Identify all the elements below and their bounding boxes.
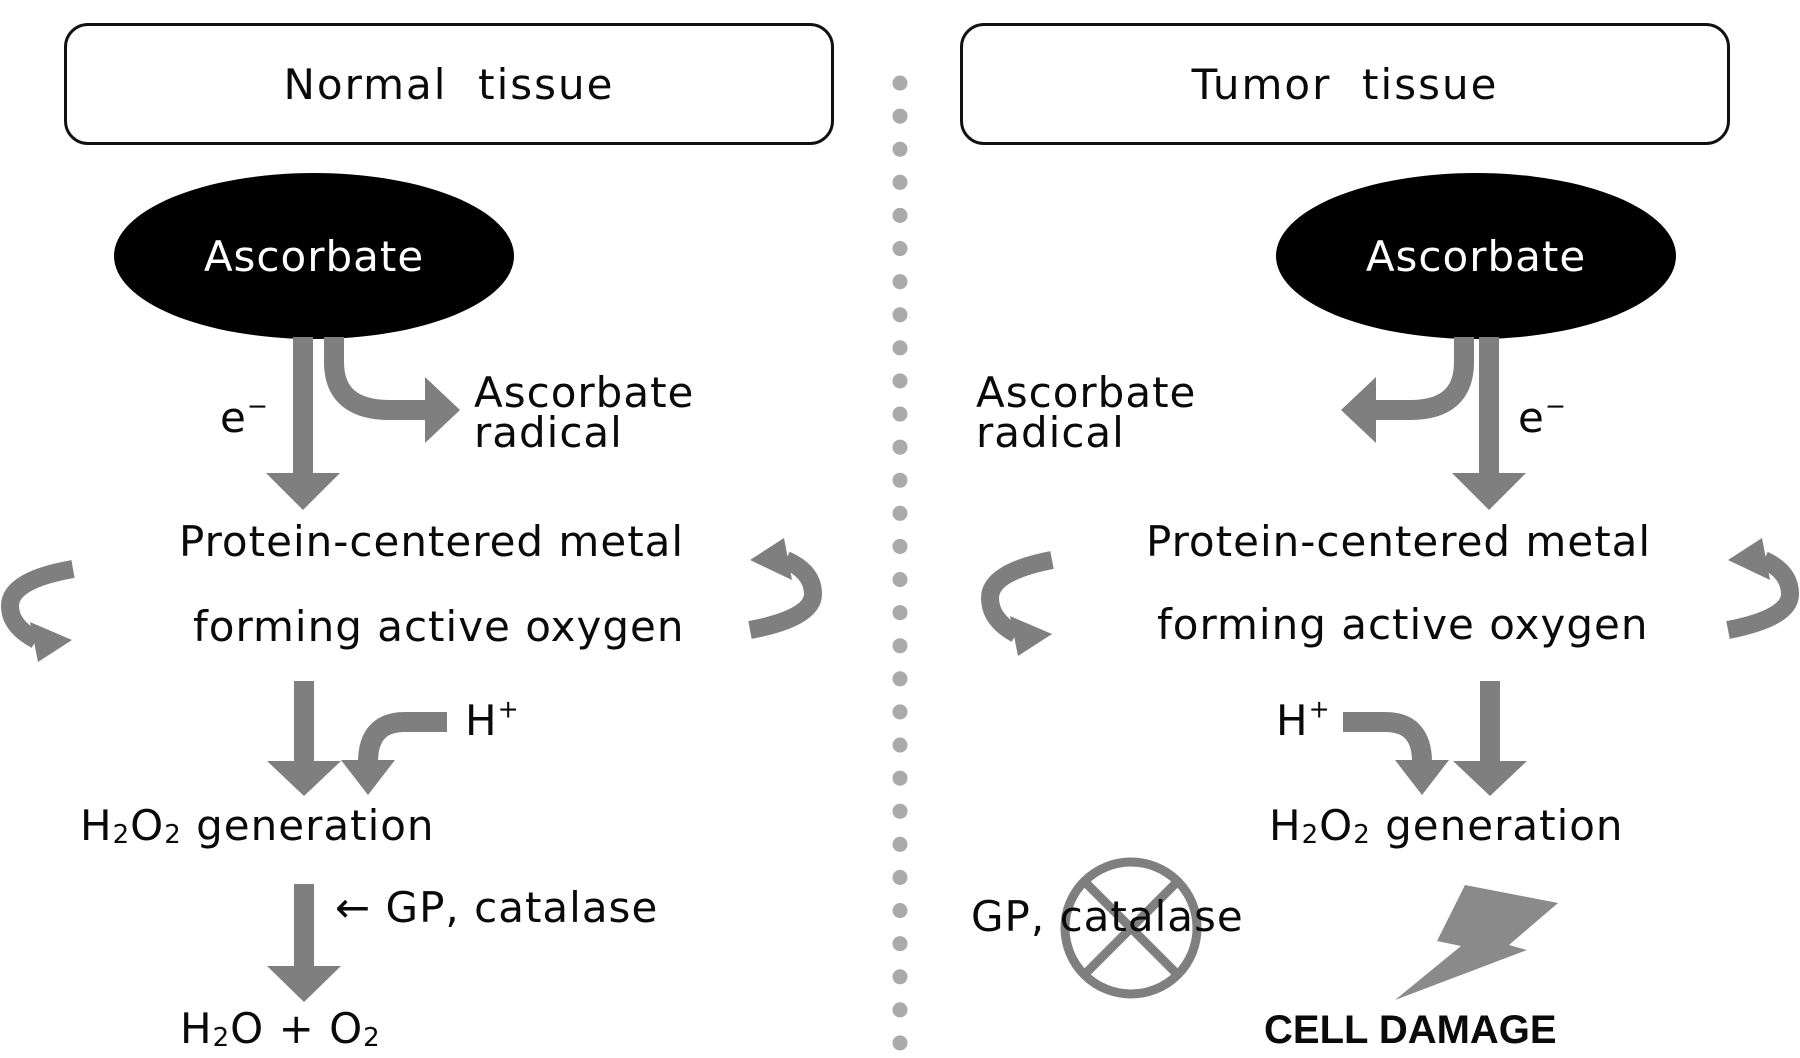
h2o2-sub-a: 2	[112, 820, 131, 851]
normal-tissue-title: Normal tissue	[283, 59, 615, 109]
tumor-radical-line1: Ascorbate	[976, 368, 1197, 417]
tumor-radical-line2: radical	[976, 408, 1125, 457]
electron-charge: −	[1544, 391, 1567, 421]
product-sub-b: 2	[363, 1023, 381, 1054]
h2o2-o: O	[130, 801, 165, 850]
normal-proton-label: H+	[465, 696, 520, 742]
h2o2-h: H	[80, 801, 113, 850]
electron-symbol: e	[220, 393, 247, 442]
h2o2-sub-b: 2	[1353, 820, 1371, 851]
tumor-electron-label: e−	[1518, 393, 1567, 439]
inhibited-enzyme-icon	[1060, 857, 1202, 999]
h2o2-rest: generation	[181, 801, 435, 850]
normal-right-cycle-arrow	[748, 538, 823, 639]
tumor-radical-arrow	[1341, 337, 1474, 443]
normal-proton-arrow	[341, 712, 447, 795]
proton-charge: +	[1308, 694, 1331, 724]
product-h: H	[180, 1004, 213, 1053]
normal-radical-line1: Ascorbate	[474, 368, 695, 417]
normal-electron-label: e−	[220, 393, 269, 439]
h2o2-sub-a: 2	[1301, 820, 1320, 851]
h2o2-sub-b: 2	[164, 820, 182, 851]
h2o2-o: O	[1319, 801, 1354, 850]
normal-ascorbate-node: Ascorbate	[114, 173, 514, 339]
normal-enzyme-label: ← GP, catalase	[335, 883, 659, 932]
product-sub-a: 2	[212, 1023, 231, 1054]
normal-electron-arrow	[266, 337, 340, 510]
normal-metal-line2: forming active oxygen	[193, 602, 685, 651]
normal-h2o2-arrow	[267, 681, 341, 796]
tumor-ascorbate-label: Ascorbate	[1365, 231, 1587, 281]
normal-tissue-header: Normal tissue	[64, 23, 834, 145]
tumor-proton-arrow	[1343, 712, 1449, 795]
proton-symbol: H	[1276, 696, 1309, 745]
electron-symbol: e	[1518, 393, 1545, 442]
lightning-bolt-icon	[1395, 885, 1558, 1000]
electron-charge: −	[246, 391, 269, 421]
tumor-h2o2-arrow	[1453, 681, 1527, 796]
normal-ascorbate-label: Ascorbate	[203, 231, 425, 281]
normal-metal-line1: Protein-centered metal	[179, 517, 685, 566]
h2o2-rest: generation	[1370, 801, 1624, 850]
cell-damage-label: CELL DAMAGE	[1264, 1008, 1557, 1052]
tumor-ascorbate-node: Ascorbate	[1276, 173, 1676, 339]
tumor-tissue-header: Tumor tissue	[960, 23, 1730, 145]
tumor-right-cycle-arrow	[1726, 538, 1800, 639]
product-mid: O + O	[230, 1004, 364, 1053]
normal-h2o2-label: H2O2 generation	[80, 805, 435, 851]
tumor-left-cycle-arrow	[980, 551, 1054, 656]
tumor-proton-label: H+	[1276, 696, 1331, 742]
normal-radical-arrow	[324, 337, 460, 443]
tumor-metal-line1: Protein-centered metal	[1146, 517, 1652, 566]
tumor-h2o2-label: H2O2 generation	[1269, 805, 1624, 851]
normal-radical-line2: radical	[474, 408, 623, 457]
proton-symbol: H	[465, 696, 498, 745]
proton-charge: +	[497, 694, 520, 724]
tumor-enzyme-label: GP, catalase	[971, 892, 1244, 941]
h2o2-h: H	[1269, 801, 1302, 850]
tumor-tissue-title: Tumor tissue	[1191, 59, 1499, 109]
tumor-radical-label: Ascorbate radical	[976, 368, 1197, 457]
normal-left-cycle-arrow	[0, 560, 75, 662]
normal-radical-label: Ascorbate radical	[474, 368, 695, 457]
tumor-metal-line2: forming active oxygen	[1157, 600, 1649, 649]
tumor-electron-arrow	[1452, 337, 1526, 510]
normal-product-arrow	[267, 884, 341, 1002]
normal-product-label: H2O + O2	[180, 1008, 381, 1054]
